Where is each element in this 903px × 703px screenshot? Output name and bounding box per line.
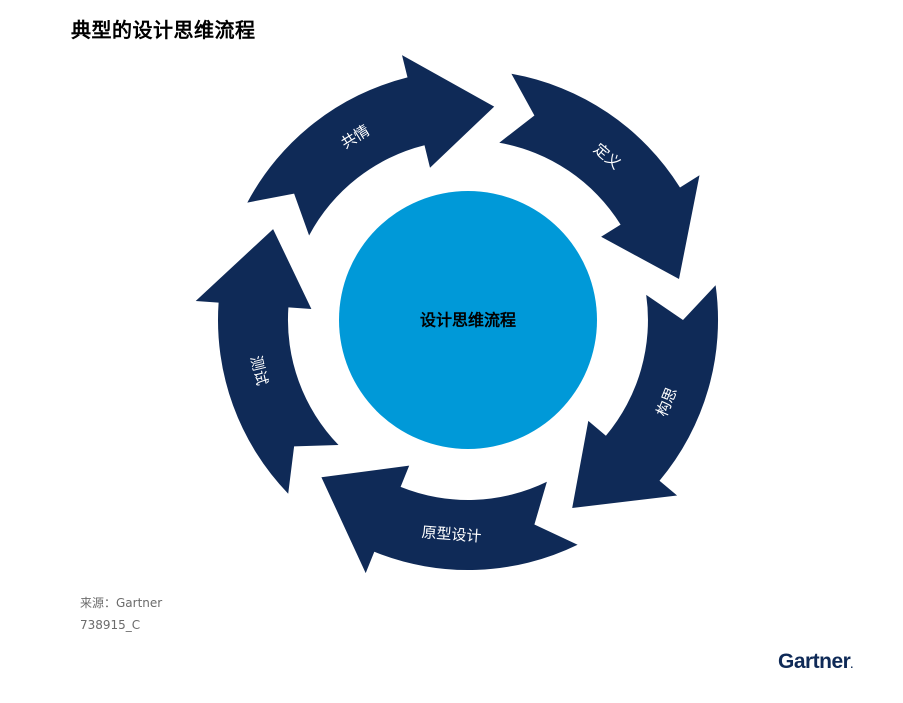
source-text: 来源：Gartner [80, 596, 163, 610]
logo-dot: . [850, 660, 853, 671]
source-note: 来源：Gartner 738915_C [80, 592, 162, 636]
gartner-logo: Gartner. [778, 650, 853, 674]
stage-arrow [195, 229, 339, 494]
stage-arrow [499, 73, 700, 279]
center-label: 设计思维流程 [420, 311, 516, 330]
stage-arrow [247, 55, 495, 236]
page-title: 典型的设计思维流程 [71, 18, 256, 42]
stage-arrow [572, 285, 719, 508]
cycle-arrows [195, 55, 719, 574]
figure-id: 738915_C [80, 618, 141, 632]
stage-arrow [321, 465, 578, 574]
stage-label: 原型设计 [421, 523, 482, 546]
logo-text: Gartner [778, 650, 851, 673]
center-circle [339, 191, 597, 449]
